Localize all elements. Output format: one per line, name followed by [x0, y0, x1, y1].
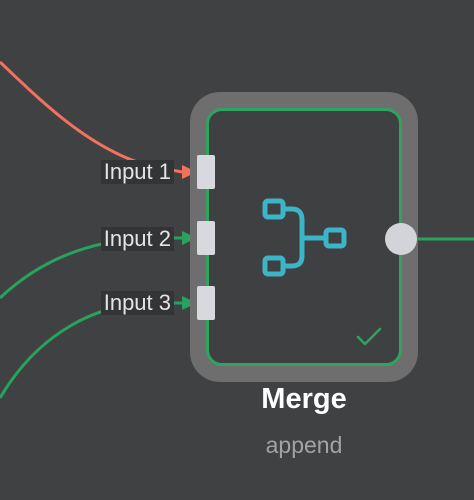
input-port-3[interactable]: [197, 286, 215, 320]
edge-input-1-arrow: [182, 165, 197, 179]
edge-input-2-arrow: [182, 231, 197, 245]
node-subtitle: append: [265, 432, 343, 458]
output-port[interactable]: [385, 223, 417, 255]
edge-input-1[interactable]: [0, 60, 183, 174]
merge-icon: [262, 198, 347, 277]
input-port-2[interactable]: [197, 221, 215, 255]
node-title: Merge: [261, 383, 347, 415]
input-label-2: Input 2: [100, 227, 174, 251]
input-label-1: Input 1: [100, 160, 174, 184]
edge-input-3[interactable]: [0, 301, 182, 399]
check-icon: [356, 327, 382, 346]
edge-input-3-arrow: [182, 296, 197, 310]
input-label-3: Input 3: [100, 291, 174, 315]
input-port-1[interactable]: [197, 155, 215, 189]
